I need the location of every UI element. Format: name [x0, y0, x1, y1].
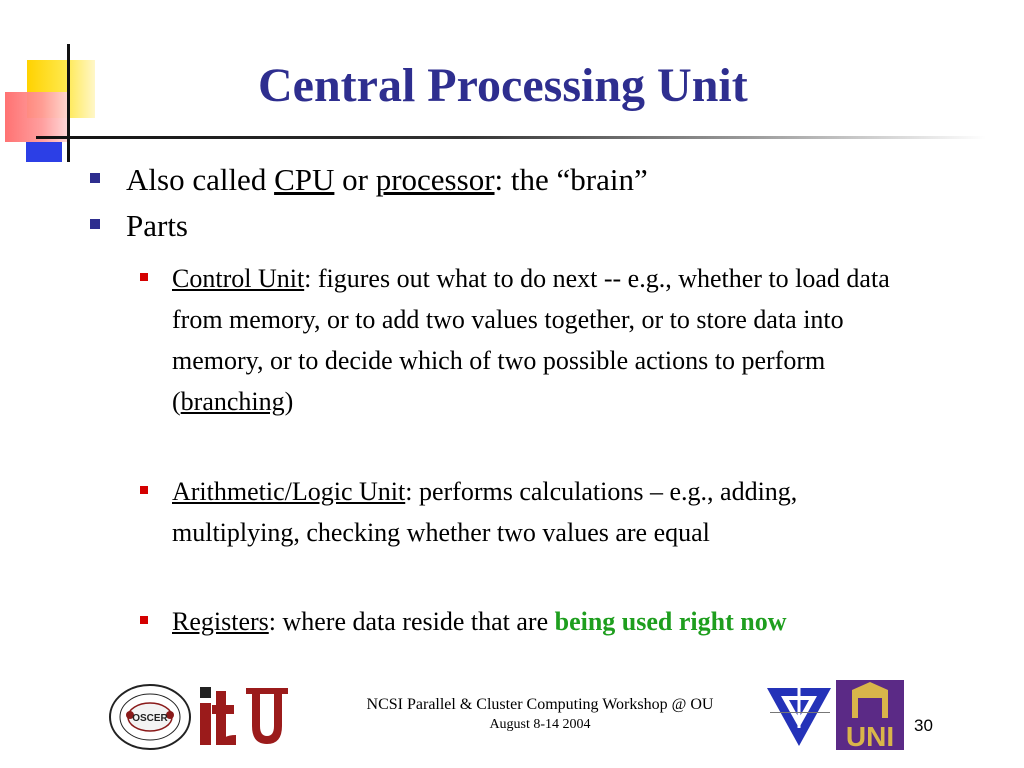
- svg-text:UNI: UNI: [846, 721, 894, 750]
- decor-vertical-line: [67, 44, 70, 162]
- title-underline-rule: [36, 136, 986, 139]
- uni-logo: UNI: [836, 680, 904, 750]
- sub-bullet-square-icon: [140, 486, 148, 494]
- ou-logo: [246, 688, 288, 744]
- footer-workshop-text: NCSI Parallel & Cluster Computing Worksh…: [366, 696, 714, 713]
- term-cpu: CPU: [274, 162, 335, 197]
- sub-bullet-text: Registers: where data reside that are be…: [172, 607, 787, 636]
- bullet-square-icon: [90, 173, 100, 183]
- term-alu: Arithmetic/Logic Unit: [172, 477, 406, 506]
- highlight-being-used-right-now: being used right now: [554, 607, 787, 636]
- footer-date-text: August 8-14 2004: [489, 717, 591, 732]
- supercomputing-center-seal-logo: OSCER: [109, 684, 191, 750]
- decor-blue-square: [26, 142, 62, 162]
- decor-red-square: [5, 92, 67, 142]
- footer-rule: [770, 712, 830, 713]
- slide-title: Central Processing Unit: [258, 59, 748, 112]
- bullet-square-icon: [90, 219, 100, 229]
- sub-bullet-text: Control Unit: figures out what to do nex…: [172, 264, 890, 416]
- triangle-logo: [767, 688, 831, 746]
- sub-bullet-square-icon: [140, 273, 148, 281]
- it-logo: [200, 687, 236, 745]
- term-processor: processor: [375, 162, 495, 197]
- sub-bullet-square-icon: [140, 616, 148, 624]
- term-registers: Registers: [172, 607, 269, 636]
- footer: NCSI Parallel & Cluster Computing Worksh…: [300, 695, 780, 735]
- svg-text:OSCER: OSCER: [132, 713, 168, 724]
- bullet-text: Also called CPU or processor: the “brain…: [126, 162, 648, 197]
- page-number: 30: [914, 716, 933, 735]
- term-branching: branching: [180, 387, 285, 416]
- term-control-unit: Control Unit: [172, 264, 305, 293]
- bullet-text: Parts: [126, 208, 188, 243]
- sub-bullet-text: Arithmetic/Logic Unit: performs calculat…: [172, 477, 798, 547]
